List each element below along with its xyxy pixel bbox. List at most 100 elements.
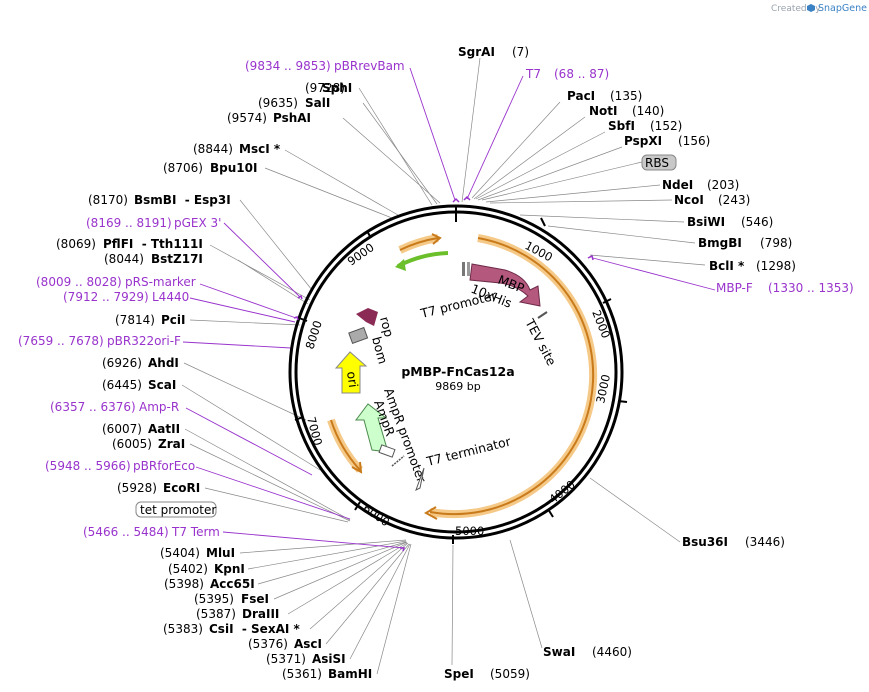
enzyme-bamhi-pos: (5361): [282, 667, 322, 681]
plasmid-name: pMBP-FnCas12a: [401, 364, 514, 379]
enzyme-csii: CsiI - SexAI *: [209, 622, 300, 636]
his-tag-mark: [462, 262, 465, 276]
enzyme-bsu36i-pos: (3446): [745, 535, 785, 549]
tick-label-6000: 6000: [360, 501, 392, 529]
snapgene-brand: SnapGene: [818, 3, 867, 14]
orf-arc-top-arrowhead: [431, 233, 442, 245]
enzyme-pflfi-pos: (8069): [56, 237, 96, 251]
enzyme-swai-pos: (4460): [592, 645, 632, 659]
enzyme-asci: AscI: [294, 637, 322, 651]
leader-lines: [181, 57, 706, 675]
enzyme-bmgbi-pos: (798): [760, 236, 792, 250]
primer-t7-range: (68 .. 87): [554, 67, 609, 81]
primer-t7: T7: [525, 67, 541, 81]
enzyme-draiii: DraIII: [242, 607, 279, 621]
enzyme-mlui-pos: (5404): [160, 546, 200, 560]
enzyme-bamhi: BamHI: [328, 667, 372, 681]
tev-mark: [537, 311, 548, 319]
enzyme-ahdi-pos: (6926): [102, 356, 142, 370]
mbp-feature: [469, 263, 541, 307]
bom-feature: [348, 326, 369, 345]
enzyme-sphi: SphI: [322, 81, 352, 95]
t7-promoter-mark: [467, 262, 470, 276]
enzyme-zrai-pos: (6005): [112, 437, 152, 451]
enzyme-aatii: AatII: [148, 422, 180, 436]
tick-label-5000: 5000: [455, 524, 484, 538]
enzyme-ncoi-pos: (243): [718, 193, 750, 207]
enzyme-draiii-pos: (5387): [196, 607, 236, 621]
enzyme-bpu10i: Bpu10I: [210, 161, 257, 175]
enzyme-msci-pos: (8844): [193, 142, 233, 156]
rop-feature: [356, 308, 378, 326]
enzyme-bsiwi-pos: (546): [741, 215, 773, 229]
enzyme-bsiwi: BsiWI: [687, 215, 725, 229]
bom-label: bom: [369, 335, 391, 366]
primer-pbrforeco-range: (5948 .. 5966): [45, 459, 131, 473]
primer-prs-marker-range: (8009 .. 8028): [36, 275, 122, 289]
enzyme-spei: SpeI: [444, 667, 474, 681]
green-arc-arrowhead: [395, 259, 406, 271]
primer-markers: [293, 195, 594, 552]
created-by-label: Created by: [771, 4, 821, 14]
ori-feature: [334, 351, 368, 394]
rop-label: rop: [377, 315, 397, 339]
enzyme-asisi-pos: (5371): [266, 652, 306, 666]
enzyme-asisi: AsiSI: [312, 652, 346, 666]
enzyme-zrai: ZraI: [158, 437, 185, 451]
orf-arc-top: [399, 237, 439, 251]
enzyme-scai: ScaI: [148, 378, 176, 392]
enzyme-pcii-pos: (7814): [115, 313, 155, 327]
enzyme-acc65i: Acc65I: [210, 577, 255, 591]
primer-amp-r-range: (6357 .. 6376): [50, 400, 136, 414]
enzyme-pshai: PshAI: [273, 111, 311, 125]
primer-mbp-f: MBP-F: [716, 281, 753, 295]
primer-pbr322ori-f: pBR322ori-F: [107, 334, 181, 348]
enzyme-acc65i-pos: (5398): [164, 577, 204, 591]
tet-promoter-label: tet promoter: [140, 503, 216, 517]
enzyme-pspxi: PspXI: [624, 134, 662, 148]
enzyme-ecori: EcoRI: [163, 481, 200, 495]
enzyme-bmgbi: BmgBI: [698, 236, 742, 250]
enzyme-bstz17i-pos: (8044): [104, 252, 144, 266]
enzyme-sgrai: SgrAI: [458, 45, 495, 59]
enzyme-sali: SalI: [305, 96, 330, 110]
enzyme-msci: MscI *: [239, 142, 281, 156]
enzyme-csii-pos: (5383): [163, 622, 203, 636]
primer-pbrrevbam-range: (9834 .. 9853): [245, 59, 331, 73]
enzyme-sali-pos: (9635): [258, 96, 298, 110]
enzyme-bcli-pos: (1298): [756, 259, 796, 273]
enzyme-bstz17i: BstZ17I: [151, 252, 203, 266]
enzyme-fsei: FseI: [241, 592, 269, 606]
enzyme-spei-pos: (5059): [490, 667, 530, 681]
primer-t7-term: T7 Term: [171, 525, 220, 539]
enzyme-kpni-pos: (5402): [168, 562, 208, 576]
enzyme-pflfi: PflFI - Tth111I: [103, 237, 203, 251]
snapgene-logo-icon: [807, 4, 815, 12]
ori-label: ori: [344, 370, 361, 388]
enzyme-sbfi: SbfI: [608, 119, 635, 133]
enzyme-sphi-pos: (9728): [305, 81, 345, 95]
enzyme-ncoi: NcoI: [674, 193, 704, 207]
enzyme-fsei-pos: (5395): [194, 592, 234, 606]
primer-amp-r: Amp-R: [139, 400, 179, 414]
enzyme-pshai-pos: (9574): [227, 111, 267, 125]
enzyme-ndei-pos: (203): [707, 178, 739, 192]
enzyme-bsu36i: Bsu36I: [682, 535, 728, 549]
t7-terminator-label: T7 terminator: [424, 433, 513, 469]
primer-pgex3-range: (8169 .. 8191): [86, 216, 172, 230]
primer-pbrrevbam: pBRrevBam: [334, 59, 405, 73]
enzyme-bpu10i-pos: (8706): [163, 161, 203, 175]
enzyme-scai-pos: (6445): [102, 378, 142, 392]
enzyme-bcli: BclI *: [709, 259, 745, 273]
enzyme-bsmbi-pos: (8170): [88, 193, 128, 207]
orf-arc-left-arrowhead: [351, 461, 363, 474]
orf-arc-left: [330, 419, 361, 471]
enzyme-sgrai-pos: (7): [512, 45, 529, 59]
plasmid-length: 9869 bp: [435, 380, 480, 393]
tick-label-8000: 8000: [303, 319, 325, 351]
enzyme-kpni: KpnI: [214, 562, 245, 576]
tev-label: TEV site: [522, 315, 560, 368]
enzyme-sbfi-pos: (152): [650, 119, 682, 133]
primer-l4440-range: (7912 .. 7929): [63, 290, 149, 304]
tet-promoter-box: [135, 501, 217, 518]
